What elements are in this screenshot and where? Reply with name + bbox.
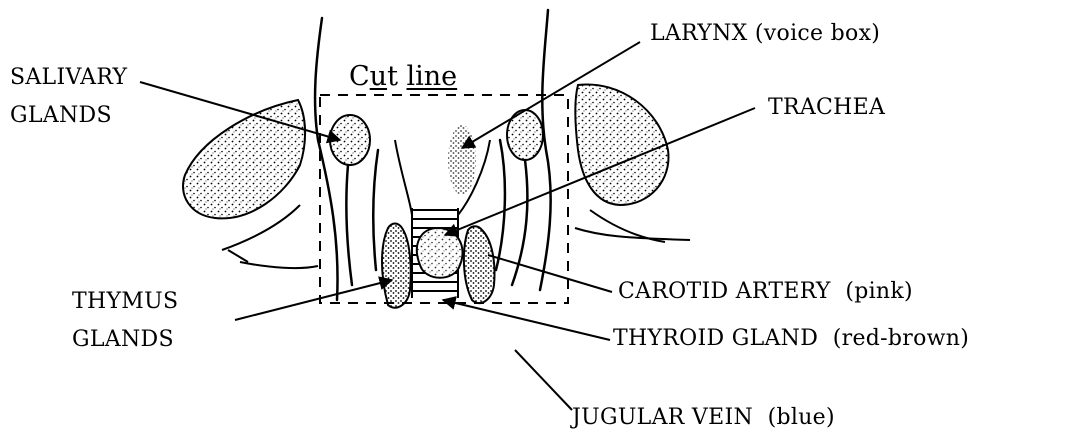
trachea-label: TRACHEA	[768, 94, 885, 121]
jugular-pointer	[515, 350, 572, 410]
cut-line-label: Cut line	[346, 62, 460, 92]
left-thymus-gland	[382, 224, 411, 308]
left-forelimb	[183, 100, 318, 268]
left-salivary-gland	[330, 115, 370, 165]
thyroid-gland-texture	[417, 228, 463, 278]
right-forelimb	[575, 84, 690, 242]
thymus-glands-label: THYMUS GLANDS	[72, 288, 178, 353]
jugular-vein-label: JUGULAR VEIN (blue)	[572, 404, 835, 431]
thyroid-gland-label: THYROID GLAND (red-brown)	[613, 325, 969, 352]
carotid-artery-label: CAROTID ARTERY (pink)	[618, 278, 913, 305]
larynx-label: LARYNX (voice box)	[650, 20, 880, 47]
right-thymus-gland	[464, 226, 495, 303]
thyroid-pointer	[443, 300, 610, 340]
salivary-glands-label: SALIVARY GLANDS	[10, 64, 127, 129]
thymus-pointer	[235, 280, 392, 320]
salivary-glands-label-line1: SALIVARY	[10, 64, 127, 91]
salivary-glands-label-line2: GLANDS	[10, 102, 127, 129]
thymus-glands-label-line1: THYMUS	[72, 288, 178, 315]
thymus-glands-label-line2: GLANDS	[72, 326, 178, 353]
larynx	[448, 125, 476, 195]
pointer-lines	[140, 42, 755, 410]
carotid-pointer	[488, 255, 612, 292]
